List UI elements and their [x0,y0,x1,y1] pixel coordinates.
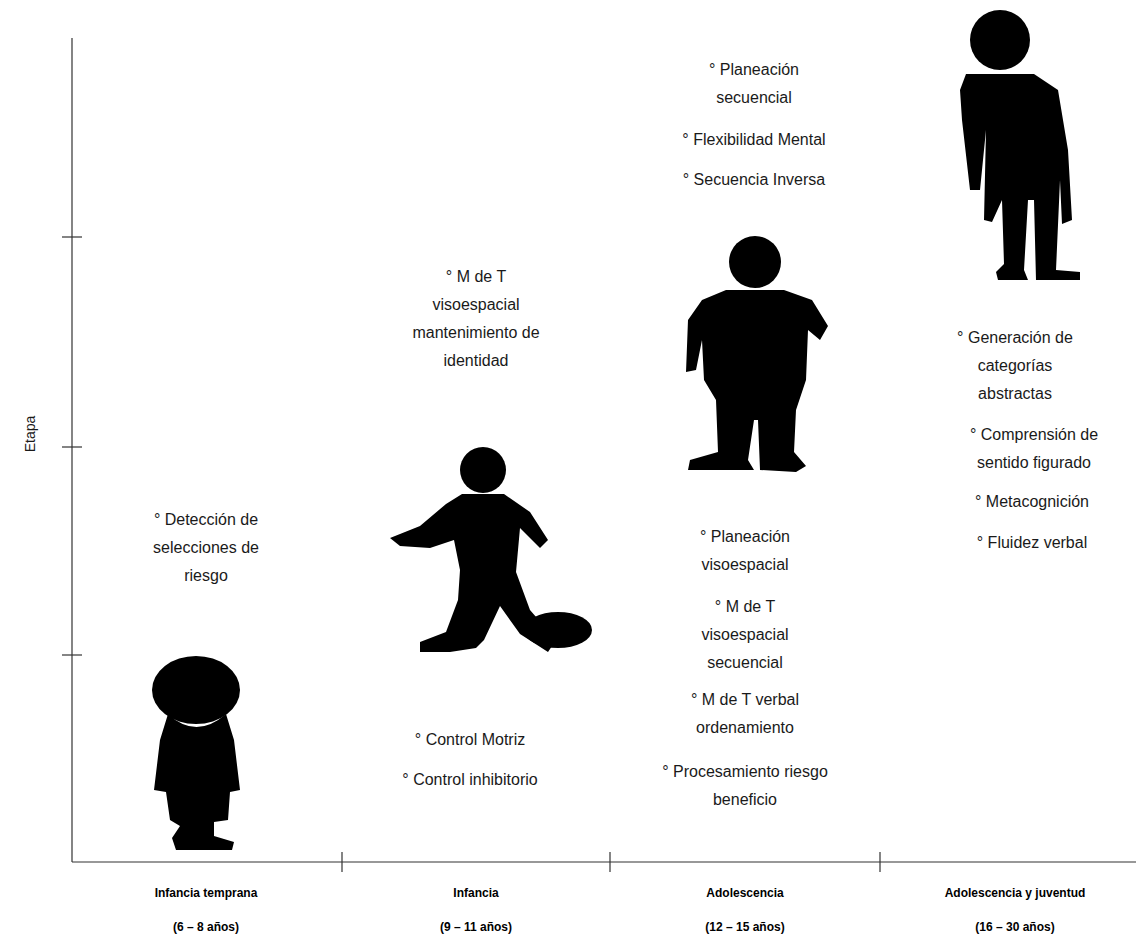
function-label: ° Detección de selecciones de riesgo [131,506,281,590]
function-label: ° Flexibilidad Mental [654,126,854,154]
function-label: ° M de T visoespacial secuencial [675,593,815,677]
function-label: ° Planeación visoespacial [675,523,815,579]
axis-title: Etapa [21,416,39,453]
function-label: ° Comprensión de sentido figurado [952,421,1117,477]
stage-range: (9 – 11 años) [440,919,512,935]
function-label: ° Planeación secuencial [674,56,834,112]
stage-label: Adolescencia [706,885,783,901]
stage-label: Adolescencia y juventud [945,885,1086,901]
stage-range: (16 – 30 años) [975,919,1054,935]
stage-label: Infancia temprana [155,885,258,901]
function-label: ° Secuencia Inversa [654,166,854,194]
function-label: ° Fluidez verbal [932,529,1132,557]
stage-range: (6 – 8 años) [173,919,239,935]
function-label: ° Generación de categorías abstractas [940,324,1090,408]
function-label: ° Control inhibitorio [370,766,570,794]
function-label: ° M de T verbal ordenamiento [675,686,815,742]
function-label: ° M de T visoespacial mantenimiento de i… [401,263,551,375]
stage-label: Infancia [453,885,498,901]
function-label: ° Control Motriz [370,726,570,754]
function-label: ° Metacognición [932,488,1132,516]
stage-range: (12 – 15 años) [705,919,784,935]
function-label: ° Procesamiento riesgo beneficio [658,758,833,814]
